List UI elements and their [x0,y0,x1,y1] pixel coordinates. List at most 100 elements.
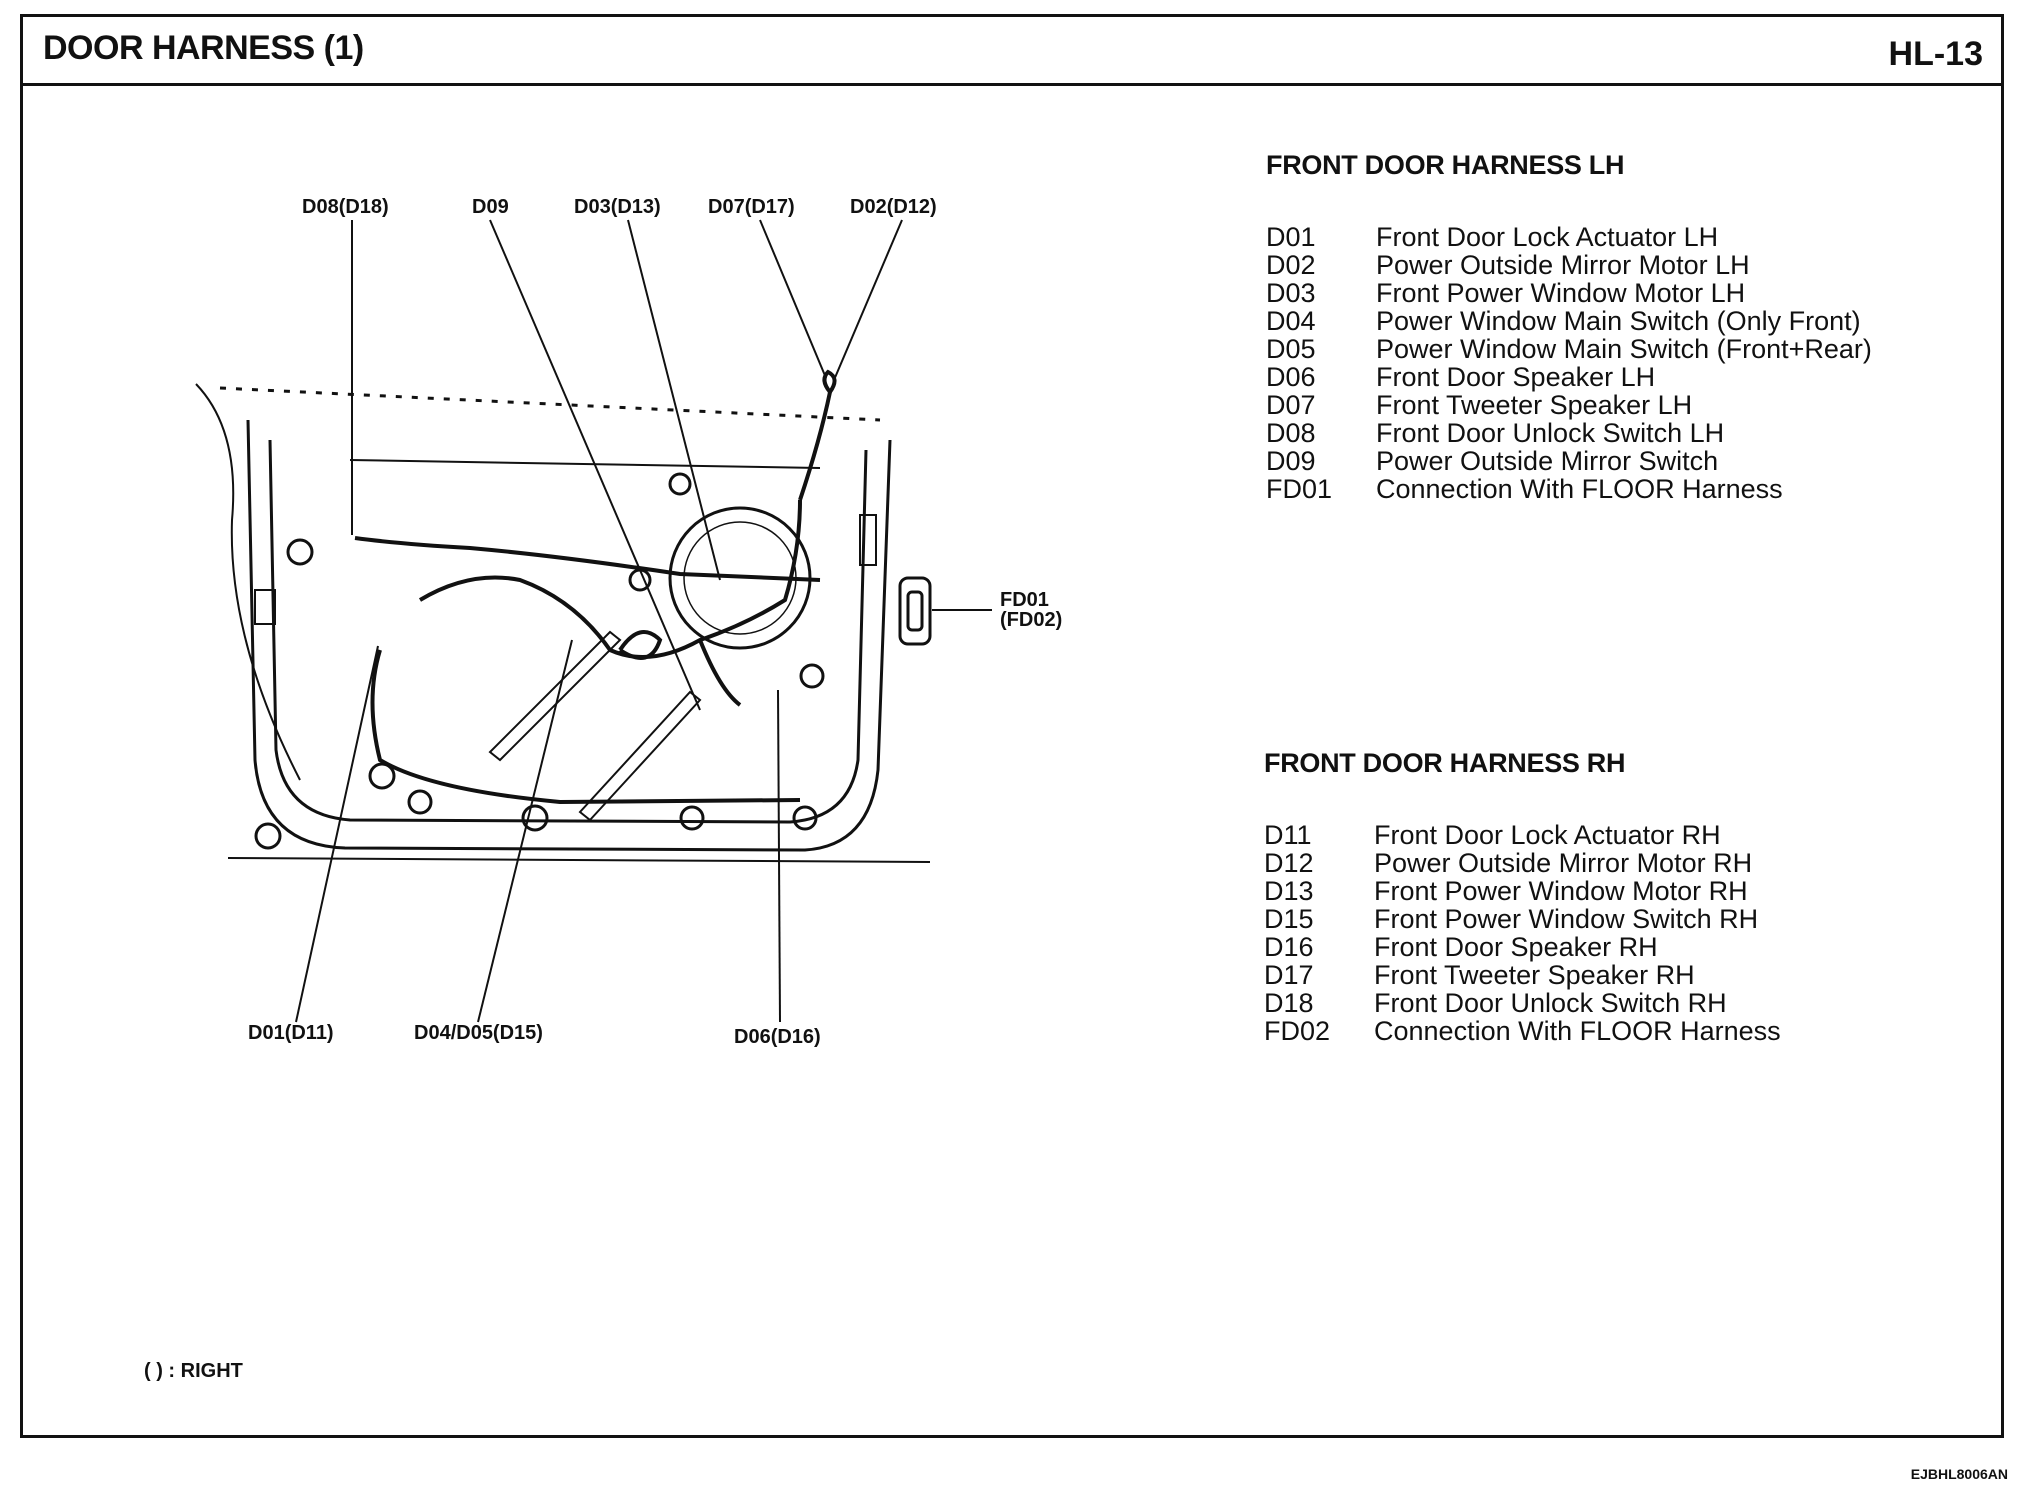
legend-row: D04 Power Window Main Switch (Only Front) [1266,307,1872,335]
legend-row: FD01 Connection With FLOOR Harness [1266,475,1872,503]
legend-desc: Front Power Window Motor RH [1374,876,1748,906]
legend-desc: Front Door Lock Actuator RH [1374,820,1721,850]
door-top-edge [219,386,881,422]
panel-bracket [254,589,276,625]
panel-bracket [859,514,877,566]
leader-d06 [777,689,781,1023]
header-bar: DOOR HARNESS (1) HL-13 [23,17,2001,86]
legend-code: D08 [1266,418,1316,448]
legend-desc: Power Outside Mirror Motor LH [1376,250,1750,280]
panel-hole [407,789,433,815]
legend-row: D07 Front Tweeter Speaker LH [1266,391,1872,419]
callout-d03-d13: D03(D13) [574,196,661,218]
legend-code: D07 [1266,390,1316,420]
legend-row: D05 Power Window Main Switch (Front+Rear) [1266,335,1872,363]
callout-d06-d16: D06(D16) [734,1026,821,1048]
panel-hole [368,762,396,790]
callout-d08-d18: D08(D18) [302,196,389,218]
legend-row: D16 Front Door Speaker RH [1264,933,1781,961]
callout-d04-d05-d15: D04/D05(D15) [414,1022,543,1044]
callout-d07-d17: D07(D17) [708,196,795,218]
legend-code: D09 [1266,446,1316,476]
legend-desc: Power Outside Mirror Motor RH [1374,848,1753,878]
legend-code: D05 [1266,334,1316,364]
harness-to-d06 [698,639,742,707]
regulator-rail [488,630,622,762]
legend-code: D02 [1266,250,1316,280]
callout-d09: D09 [472,196,509,218]
panel-hole [792,805,818,831]
door-bottom-rail [227,857,931,863]
page-title: DOOR HARNESS (1) [43,29,364,67]
legend-desc: Power Window Main Switch (Only Front) [1376,306,1861,336]
door-inner-edge [268,439,868,824]
legend-row: D08 Front Door Unlock Switch LH [1266,419,1872,447]
leader-d02 [833,219,903,381]
leader-d04 [477,639,573,1023]
leader-d09 [489,219,701,711]
legend-desc: Front Tweeter Speaker LH [1376,390,1693,420]
harness-to-d08 [354,536,821,582]
regulator-rail [349,459,821,469]
panel-hole [668,472,692,496]
callout-fd01-fd02: FD01 (FD02) [1000,590,1062,630]
panel-hole [799,663,825,689]
legend-code: D06 [1266,362,1316,392]
legend-desc: Connection With FLOOR Harness [1376,474,1783,504]
page-frame: DOOR HARNESS (1) HL-13 [20,14,2004,1438]
regulator-rail [578,690,702,822]
legend-row: D18 Front Door Unlock Switch RH [1264,989,1781,1017]
legend-code: D13 [1264,876,1314,906]
legend-row: D06 Front Door Speaker LH [1266,363,1872,391]
legend-code: D12 [1264,848,1314,878]
door-left-curve [195,383,301,781]
panel-hole [521,804,549,832]
harness-to-d07 [822,369,837,394]
legend-code: D17 [1264,960,1314,990]
wiring-harness [354,369,837,805]
callout-d02-d12: D02(D12) [850,196,937,218]
legend-code: D01 [1266,222,1316,252]
legend-desc: Front Door Unlock Switch RH [1374,988,1727,1018]
legend-desc: Front Door Speaker LH [1376,362,1656,392]
callout-fd01: FD01 [1000,589,1049,611]
legend-desc: Power Window Main Switch (Front+Rear) [1376,334,1872,364]
leader-d01 [295,645,379,1023]
callout-fd02: (FD02) [1000,609,1063,631]
legend-code: FD01 [1266,474,1333,504]
legend-row: D13 Front Power Window Motor RH [1264,877,1781,905]
legend-code: D04 [1266,306,1316,336]
callout-d01-d11: D01(D11) [248,1022,334,1044]
legend-desc: Front Door Speaker RH [1374,932,1658,962]
legend-desc: Front Tweeter Speaker RH [1374,960,1695,990]
leader-d03 [627,219,721,581]
legend-desc: Front Door Unlock Switch LH [1376,418,1725,448]
legend-lh-heading: FRONT DOOR HARNESS LH [1266,150,1625,180]
legend-code: D18 [1264,988,1314,1018]
leader-lines [295,219,992,1023]
legend-desc: Front Power Window Motor LH [1376,278,1746,308]
legend-row: D17 Front Tweeter Speaker RH [1264,961,1781,989]
panel-hole [254,822,282,850]
panel-hole [286,538,314,566]
legend-desc: Power Outside Mirror Switch [1376,446,1719,476]
legend-code: D16 [1264,932,1314,962]
legend-code: D15 [1264,904,1314,934]
panel-hole [679,805,705,831]
legend-row: D02 Power Outside Mirror Motor LH [1266,251,1872,279]
page-code: HL-13 [1888,35,1983,73]
footnote-right-indicator: ( ) : RIGHT [144,1360,243,1382]
legend-row: D12 Power Outside Mirror Motor RH [1264,849,1781,877]
harness-upper [798,391,832,501]
legend-desc: Connection With FLOOR Harness [1374,1016,1781,1046]
document-id: EJBHL8006AN [1910,1466,2008,1482]
